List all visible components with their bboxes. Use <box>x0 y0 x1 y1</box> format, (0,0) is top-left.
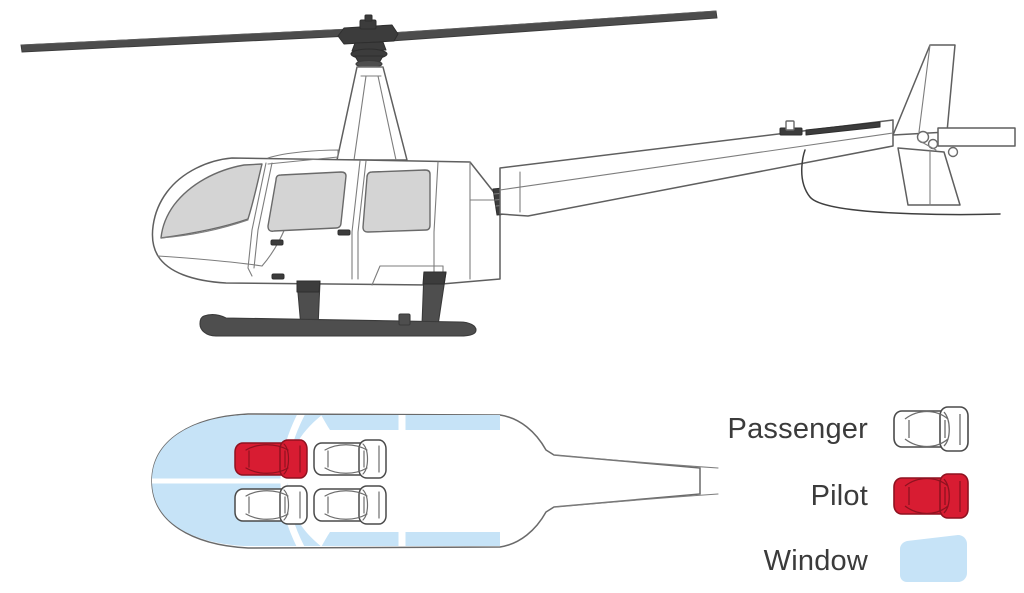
tail-boom <box>499 119 894 217</box>
seat-rear-left[interactable] <box>234 485 308 525</box>
main-rotor-blade-right <box>389 10 718 42</box>
vertical-stabilizer <box>892 44 956 136</box>
landing-skids <box>199 313 477 337</box>
rear-door-window <box>362 169 431 233</box>
window-patch-icon <box>890 533 990 589</box>
legend-item-passenger[interactable]: Passenger <box>690 401 990 457</box>
skid-struts <box>296 271 447 328</box>
helicopter-side-view <box>20 10 1016 337</box>
mast-pylon <box>336 66 408 161</box>
legend: Passenger Pilot <box>690 395 990 585</box>
front-door-window <box>267 171 347 232</box>
boom-antenna <box>779 120 881 136</box>
ventral-fin <box>897 147 961 206</box>
seat-filled-icon <box>890 468 990 524</box>
horizontal-stabilizer <box>937 127 1016 147</box>
legend-item-window[interactable]: Window <box>690 533 990 589</box>
legend-label-passenger: Passenger <box>727 412 868 445</box>
seat-rear-right[interactable] <box>313 485 387 525</box>
main-rotor-blade-left <box>20 28 353 53</box>
legend-item-pilot[interactable]: Pilot <box>690 468 990 524</box>
seat-front-left[interactable] <box>234 439 308 479</box>
door-handles <box>270 229 351 280</box>
rotor-hub <box>337 14 399 69</box>
seat-front-right[interactable] <box>313 439 387 479</box>
seat-outline-icon <box>890 401 990 457</box>
cabin-top-view <box>151 413 719 549</box>
legend-label-window: Window <box>763 544 868 577</box>
legend-label-pilot: Pilot <box>810 479 868 512</box>
tail-skid <box>801 149 1001 216</box>
tail-boom-topview <box>553 454 719 508</box>
tail-rotor <box>916 130 959 158</box>
door-frames <box>247 160 439 285</box>
